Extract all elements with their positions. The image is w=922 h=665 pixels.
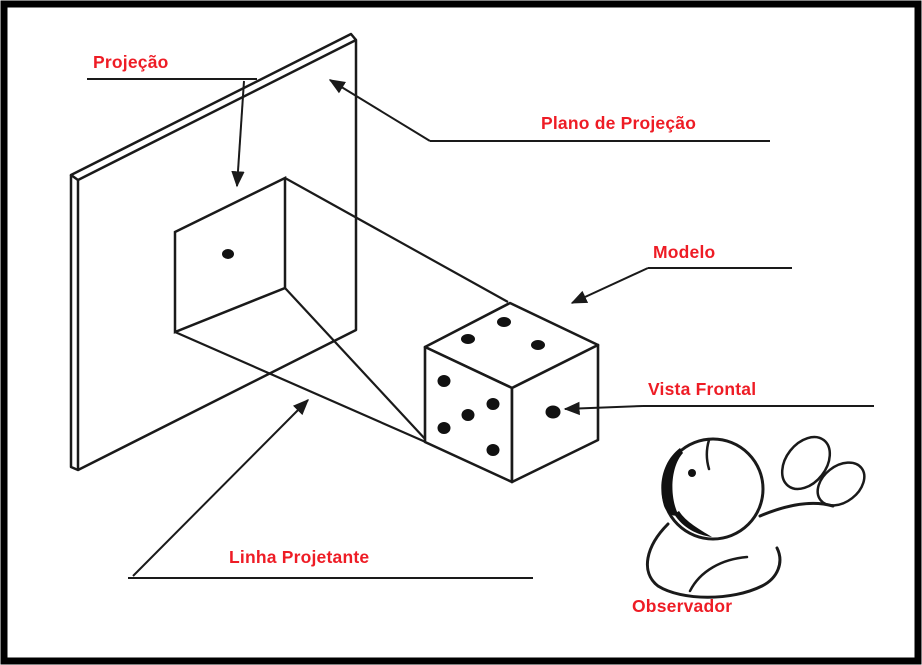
front-view-pip bbox=[545, 405, 561, 419]
label-plano-de-projecao: Plano de Projeção bbox=[541, 113, 697, 133]
projecao-arrow bbox=[231, 80, 245, 188]
label-projecao: Projeção bbox=[93, 52, 169, 72]
observer-hand-icon bbox=[780, 435, 832, 491]
observer-face-shade bbox=[661, 448, 683, 516]
projection-plane bbox=[69, 32, 358, 472]
annotation-lines bbox=[87, 78, 874, 579]
observer-arm bbox=[758, 501, 835, 518]
label-linha-projetante: Linha Projetante bbox=[229, 547, 370, 567]
projected-pip bbox=[222, 249, 234, 259]
modelo-arrow bbox=[570, 267, 649, 304]
label-observador: Observador bbox=[632, 596, 733, 616]
observer-figure bbox=[646, 435, 866, 599]
plano-arrow bbox=[328, 79, 431, 142]
observer-hair-line bbox=[705, 438, 711, 471]
label-modelo: Modelo bbox=[653, 242, 716, 262]
observer-chin-shade bbox=[674, 511, 712, 537]
linha-projetante-arrow bbox=[132, 399, 309, 577]
label-vista-frontal: Vista Frontal bbox=[648, 379, 757, 399]
vista-frontal-arrow bbox=[563, 401, 644, 416]
die-pips bbox=[437, 317, 561, 456]
die-model bbox=[423, 301, 600, 484]
observer-hand-icon bbox=[816, 461, 866, 507]
observer-body bbox=[646, 522, 782, 599]
observer-eye-dot bbox=[688, 469, 696, 477]
observer-back-fold bbox=[688, 555, 749, 593]
